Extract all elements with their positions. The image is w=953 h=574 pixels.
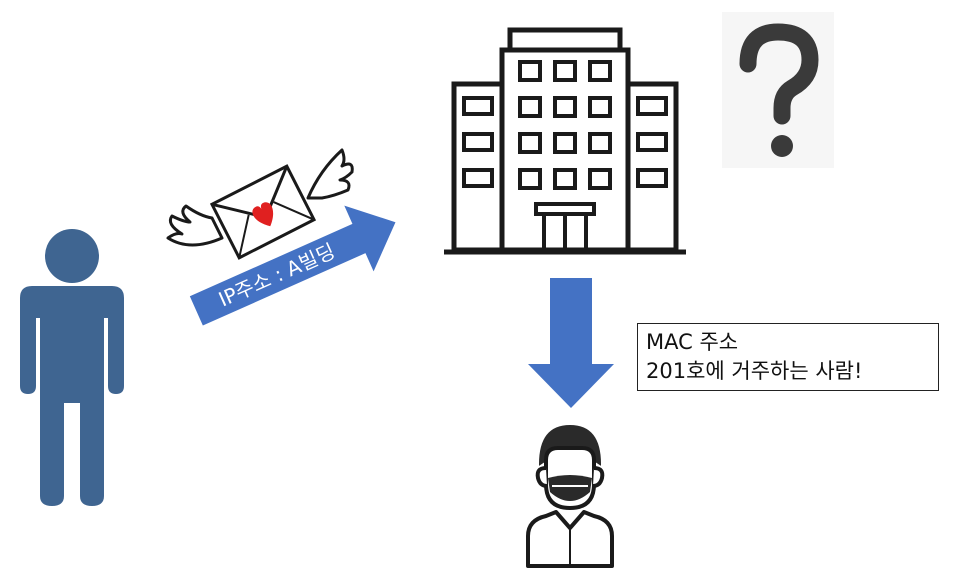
mac-address-textbox: MAC 주소 201호에 거주하는 사람! <box>637 323 939 391</box>
sender-person-icon <box>12 228 127 508</box>
winged-envelope-icon <box>160 142 360 272</box>
masked-person-icon <box>520 420 620 570</box>
down-arrow <box>526 278 616 410</box>
mac-label-line1: MAC 주소 <box>646 330 739 354</box>
question-mark-icon <box>722 12 834 168</box>
building-icon <box>440 14 690 256</box>
mac-label-line2: 201호에 거주하는 사람! <box>646 359 863 383</box>
